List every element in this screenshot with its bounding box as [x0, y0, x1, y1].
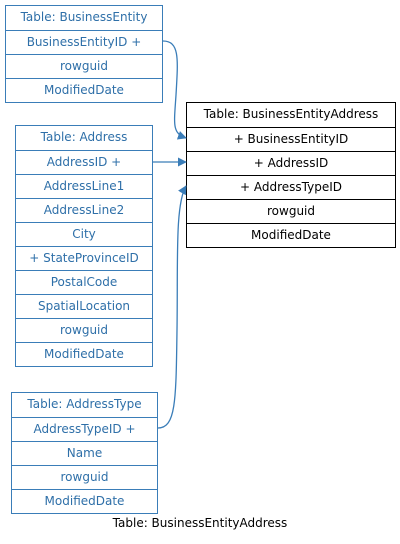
table-address: Table: Address AddressID + AddressLine1 …: [15, 125, 153, 367]
table-title: Table: Address: [40, 130, 128, 144]
table-title: Table: BusinessEntity: [20, 10, 148, 24]
table-column-stateprovinceid: + StateProvinceID: [16, 246, 152, 270]
table-column-addressid: AddressID +: [16, 150, 152, 174]
diagram-caption: Table: BusinessEntityAddress: [112, 516, 288, 530]
table-column-modifieddate: ModifiedDate: [12, 489, 157, 513]
table-column-modifieddate: ModifiedDate: [6, 78, 162, 102]
table-businessentityaddress: Table: BusinessEntityAddress + BusinessE…: [186, 102, 396, 248]
table-column-modifieddate: ModifiedDate: [187, 223, 395, 247]
table-column-spatiallocation: SpatialLocation: [16, 294, 152, 318]
table-column-addressline2: AddressLine2: [16, 198, 152, 222]
table-title: Table: BusinessEntityAddress: [203, 107, 379, 121]
table-column-postalcode: PostalCode: [16, 270, 152, 294]
table-title: Table: AddressType: [27, 397, 142, 411]
table-column-city: City: [16, 222, 152, 246]
table-column-businessentityid: BusinessEntityID +: [6, 30, 162, 54]
table-column-addressid: + AddressID: [187, 151, 395, 175]
table-column-modifieddate: ModifiedDate: [16, 342, 152, 366]
table-businessentity: Table: BusinessEntity BusinessEntityID +…: [5, 5, 163, 103]
table-column-rowguid: rowguid: [187, 199, 395, 223]
fk-arrow-businessentityid: [162, 40, 187, 140]
table-column-addresstypeid: AddressTypeID +: [12, 417, 157, 441]
table-column-rowguid: rowguid: [6, 54, 162, 78]
table-column-rowguid: rowguid: [12, 465, 157, 489]
table-column-addresstypeid: + AddressTypeID: [187, 175, 395, 199]
table-column-businessentityid: + BusinessEntityID: [187, 127, 395, 151]
table-addresstype: Table: AddressType AddressTypeID + Name …: [11, 392, 158, 514]
fk-arrow-addresstypeid: [157, 185, 187, 429]
table-column-rowguid: rowguid: [16, 318, 152, 342]
table-column-name: Name: [12, 441, 157, 465]
table-column-addressline1: AddressLine1: [16, 174, 152, 198]
